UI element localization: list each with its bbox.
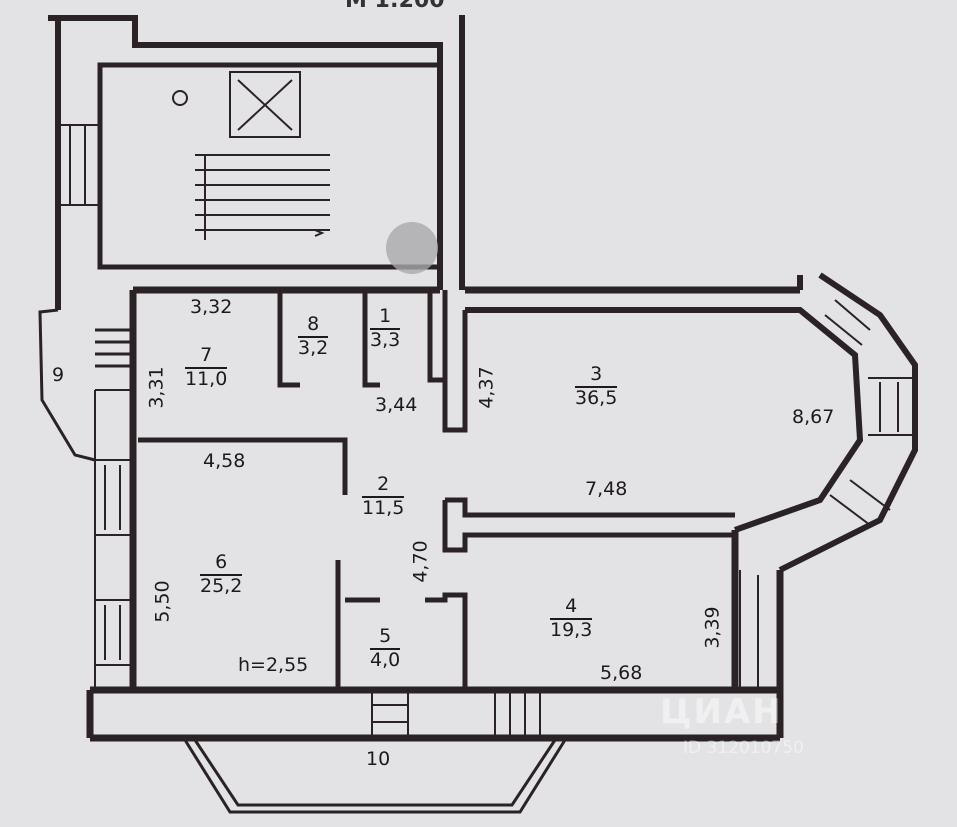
room-number: 1 [370,305,401,330]
elevator-cross [237,79,293,131]
watermark-brand: ЦИАН [660,692,783,732]
room-area: 25,2 [200,574,243,597]
room-area: 19,3 [550,618,593,641]
window [58,124,101,206]
room-number: 8 [298,313,329,338]
bay-window-wall [465,272,918,573]
room-number: 2 [362,473,405,498]
window [824,299,912,526]
window [94,389,133,690]
room-area: 3,2 [298,336,329,359]
dimension-label: 4,37 [475,366,498,409]
balcony-10-outline [183,739,567,814]
balcony-9-label: 9 [52,364,65,386]
apartment-outer-wall [86,286,800,742]
scale-label: М 1:200 [345,0,445,13]
dimension-label: 7,48 [585,478,628,500]
internal-walls [138,290,735,690]
room-area: 11,5 [362,496,405,519]
dimension-label: 5,68 [600,662,643,684]
room-number: 4 [550,595,593,620]
dimension-label: 4,58 [203,450,246,472]
dimension-label: 8,67 [792,406,835,428]
room-number: 3 [575,363,618,388]
dimension-label: 3,31 [145,366,168,409]
elevator-shaft [229,71,301,138]
window [371,570,759,738]
room-area: 11,0 [185,367,228,390]
stair-marker-icon [172,90,188,106]
balcony-9-outline [38,308,133,462]
dimension-label: 3,39 [701,606,724,649]
stairs [195,154,330,240]
ceiling-height: h=2,55 [238,654,309,676]
dimension-label: 5,50 [151,580,174,623]
room-area: 3,3 [370,328,401,351]
room-number: 5 [370,625,401,650]
blur-spot [386,222,438,274]
watermark-id: ID 312010750 [683,738,804,758]
dimension-label: 3,32 [190,296,233,318]
balcony-10-label: 10 [366,748,391,770]
dimension-label: 4,70 [409,540,432,583]
dimension-label: 3,44 [375,394,418,416]
room-number: 7 [185,344,228,369]
room-area: 4,0 [370,648,401,671]
room-area: 36,5 [575,386,618,409]
room-number: 6 [200,551,243,576]
